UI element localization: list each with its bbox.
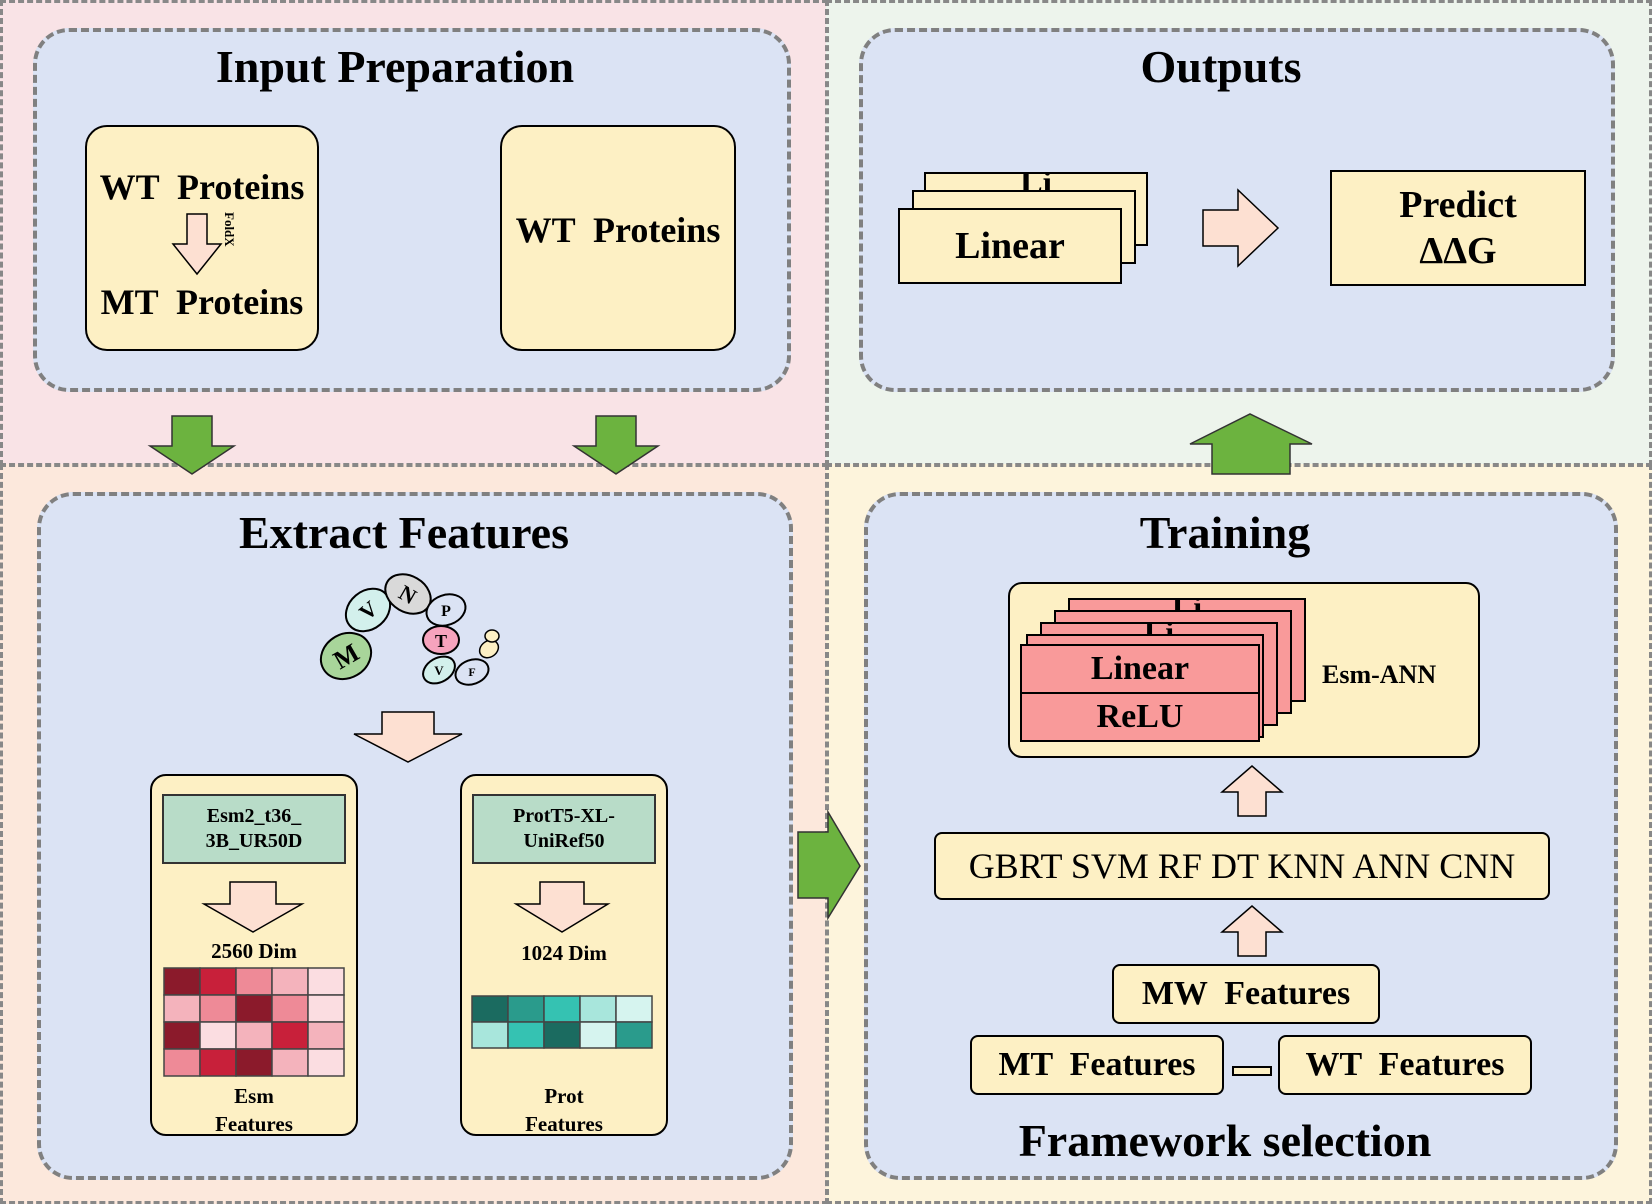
esm-heatmap-cell-2-0 [163, 1021, 201, 1050]
residue-F: F [454, 658, 490, 686]
svg-text:V: V [434, 663, 444, 678]
output-linear-layer: Linear [898, 208, 1122, 284]
outputs-right-arrow [1202, 188, 1280, 268]
prot-heatmap-cell-1-4 [615, 1021, 653, 1049]
prot-heatmap-cell-0-3 [579, 995, 617, 1023]
green-down-arrow-left [147, 415, 237, 475]
esm-heatmap-cell-3-3 [271, 1048, 309, 1077]
input-preparation-title: Input Preparation [215, 41, 575, 92]
mt-features-box: MT Features [970, 1035, 1224, 1095]
framework-selection-title: Framework selection [1018, 1115, 1432, 1166]
green-up-arrow [1189, 413, 1313, 475]
relu-layer: ReLU [1020, 692, 1260, 742]
prot-heatmap-cell-1-2 [543, 1021, 581, 1049]
esm-model-box: Esm2_t36_ 3B_UR50D [162, 794, 346, 864]
esm-dim-label: 2560 Dim [211, 938, 297, 963]
prot-heatmap [471, 995, 653, 1049]
prot-heatmap-cell-1-0 [471, 1021, 509, 1049]
esm-heatmap-cell-1-4 [307, 994, 345, 1023]
training-title: Training [1139, 507, 1311, 558]
prot-heatmap-cell-0-1 [507, 995, 545, 1023]
prot-model-name-2: UniRef50 [523, 830, 605, 852]
esm-down-arrow [201, 881, 305, 933]
esm-heatmap-cell-1-2 [235, 994, 273, 1023]
green-down-arrow-right [571, 415, 661, 475]
prot-model-name-1: ProtT5-XL- [513, 805, 615, 827]
esm-heatmap-cell-0-3 [271, 967, 309, 996]
svg-text:T: T [435, 631, 447, 651]
foldx-label: FoldX [222, 212, 237, 247]
esm-heatmap-cell-1-3 [271, 994, 309, 1023]
esm-heatmap-cell-0-0 [163, 967, 201, 996]
prot-heatmap-cell-1-3 [579, 1021, 617, 1049]
residue-small-1 [478, 639, 500, 659]
foldx-down-arrow [171, 213, 223, 276]
prot-model-box: ProtT5-XL- UniRef50 [472, 794, 656, 864]
residue-P: P [425, 593, 467, 627]
residue-V1: V [344, 587, 392, 633]
residue-V2: V [422, 655, 456, 685]
svg-text:F: F [468, 665, 475, 679]
predict-ddg-box: Predict ΔΔG [1330, 170, 1586, 286]
wt-proteins-label: WT Proteins [99, 167, 305, 207]
outputs-title: Outputs [1140, 41, 1302, 92]
esm-heatmap-cell-0-4 [307, 967, 345, 996]
esm-heatmap-cell-2-4 [307, 1021, 345, 1050]
wt-features-box: WT Features [1278, 1035, 1532, 1095]
training-up-arrow-bottom [1219, 905, 1285, 957]
candidate-models-box: GBRT SVM RF DT KNN ANN CNN [934, 832, 1550, 900]
residue-small-2 [484, 629, 500, 643]
prot-dim-label: 1024 Dim [521, 940, 607, 965]
prot-features-label: Prot Features [525, 1084, 603, 1136]
esm-model-name-1: Esm2_t36_ [206, 805, 302, 827]
esm-heatmap-cell-1-0 [163, 994, 201, 1023]
feature-difference-bar [1232, 1066, 1272, 1076]
esm-heatmap-cell-3-1 [199, 1048, 237, 1077]
wt-only-label: WT Proteins [515, 210, 721, 250]
training-up-arrow-top [1219, 765, 1285, 817]
esm-heatmap-cell-2-1 [199, 1021, 237, 1050]
esm-heatmap-cell-3-4 [307, 1048, 345, 1077]
residue-T: T [422, 625, 460, 655]
green-right-arrow [797, 809, 861, 921]
extract-features-title: Extract Features [239, 507, 569, 558]
wt-only-card [500, 125, 736, 351]
residue-M: M [319, 631, 373, 681]
linear-layer: Linear [1020, 644, 1260, 694]
esm-ann-label: Esm-ANN [1322, 660, 1437, 689]
esm-heatmap-cell-3-0 [163, 1048, 201, 1077]
ddg-label: ΔΔG [1419, 230, 1497, 272]
prot-heatmap-cell-0-2 [543, 995, 581, 1023]
prot-heatmap-cell-0-0 [471, 995, 509, 1023]
esm-heatmap [163, 967, 345, 1077]
predict-label: Predict [1399, 184, 1517, 226]
residue-N: N [384, 573, 432, 615]
prot-heatmap-cell-0-4 [615, 995, 653, 1023]
esm-features-label: Esm Features [215, 1084, 293, 1136]
esm-heatmap-cell-1-1 [199, 994, 237, 1023]
extract-down-arrow [353, 711, 463, 763]
prot-heatmap-cell-1-1 [507, 1021, 545, 1049]
prot-down-arrow [513, 881, 611, 933]
mw-features-box: MW Features [1112, 964, 1380, 1024]
esm-heatmap-cell-2-2 [235, 1021, 273, 1050]
esm-heatmap-cell-3-2 [235, 1048, 273, 1077]
esm-model-name-2: 3B_UR50D [205, 830, 303, 852]
esm-heatmap-cell-0-1 [199, 967, 237, 996]
esm-heatmap-cell-0-2 [235, 967, 273, 996]
svg-text:P: P [441, 603, 451, 620]
esm-heatmap-cell-2-3 [271, 1021, 309, 1050]
mt-proteins-label: MT Proteins [100, 282, 304, 322]
